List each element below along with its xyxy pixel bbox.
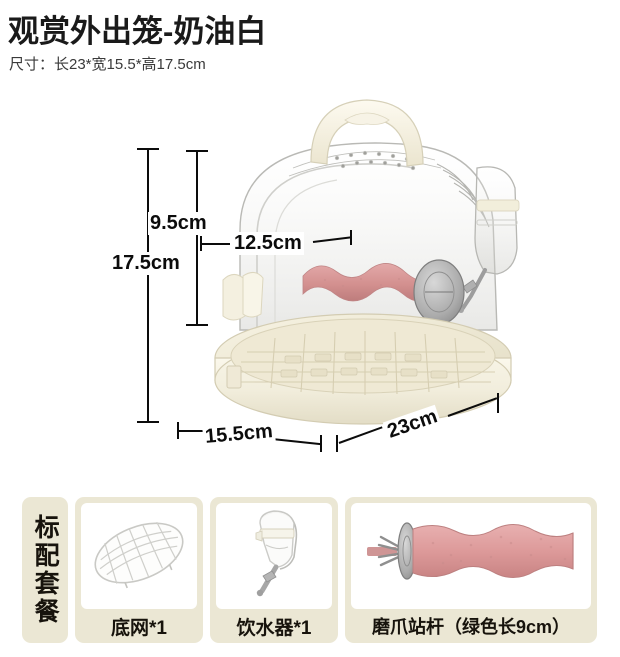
accessory-image-claw-perch [351,503,591,609]
page-title: 观赏外出笼-奶油白 [8,14,267,49]
dimension-label-inner-height: 9.5cm [148,212,209,235]
accessories-section-label-text: 标配套餐 [31,514,60,626]
dimension-label-depth: 15.5cm [202,419,276,450]
accessory-label-claw-perch: 磨爪站杆（绿色长9cm） [371,617,571,637]
accessory-card-bottom-net[interactable]: 底网*1 [75,497,203,643]
accessory-label-bottom-net: 底网*1 [111,617,167,639]
water-bottle-icon [255,510,298,597]
accessories-section: 标配套餐 底网*1 [22,497,602,643]
accessories-section-label: 标配套餐 [22,497,68,643]
accessory-image-bottom-net [81,503,197,609]
dimension-label-total-height: 17.5cm [110,252,182,275]
accessory-card-claw-perch[interactable]: 磨爪站杆（绿色长9cm） [345,497,597,643]
product-illustration: 17.5cm 9.5cm 12.5cm 15.5cm 23cm [0,80,620,480]
carrier-cage-graphic [214,99,520,425]
mesh-tray-icon [94,521,184,589]
accessory-card-water-dispenser[interactable]: 饮水器*1 [210,497,338,643]
dimension-label-inner-width: 12.5cm [232,232,304,255]
perch-rod-icon [367,522,574,580]
accessory-label-water-dispenser: 饮水器*1 [236,617,312,639]
accessory-image-water-dispenser [216,503,332,609]
page-subtitle-dimensions: 尺寸：长23*宽15.5*高17.5cm [9,56,206,73]
